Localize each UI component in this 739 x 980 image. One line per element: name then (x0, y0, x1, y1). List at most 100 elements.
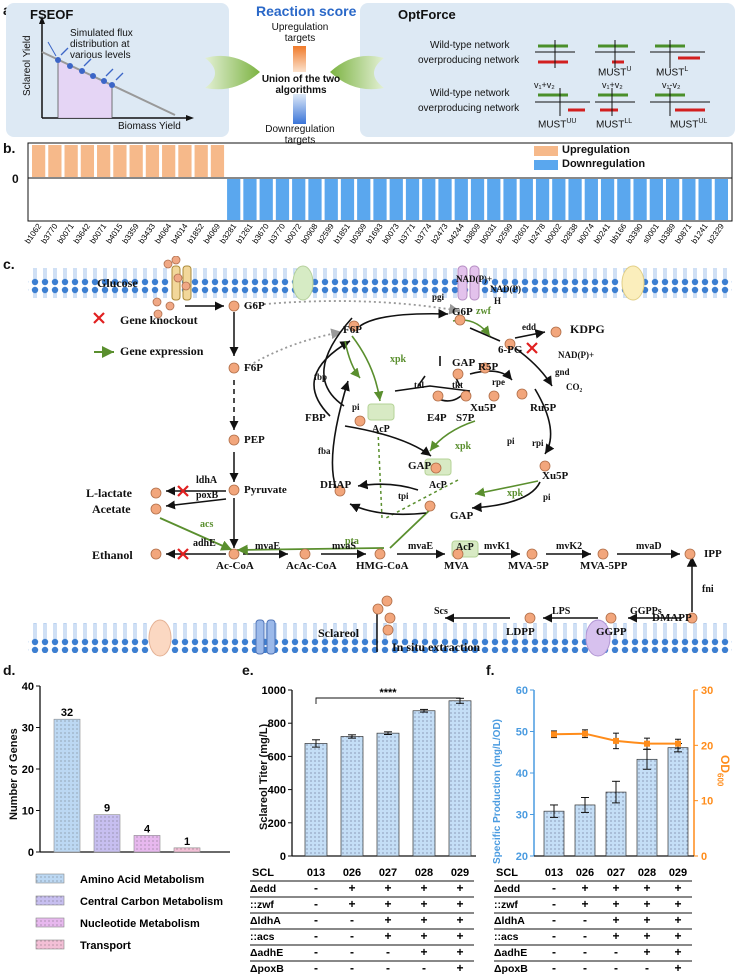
bar (636, 758, 658, 857)
down-bar (698, 179, 712, 220)
label-pep: PEP (244, 434, 265, 446)
label-ethanol: Ethanol (92, 548, 133, 562)
table-strain-label: 028 (638, 867, 656, 879)
table-cell: + (456, 929, 463, 943)
y-tick-label: 20 (516, 851, 528, 863)
label-ggpps: GGPPs (630, 606, 662, 617)
bar-pattern (94, 814, 120, 852)
table-cell: + (643, 913, 650, 927)
label-accoa: Ac-CoA (216, 560, 254, 572)
label-nadph: NAD(P) (490, 284, 521, 294)
label-acp-2: AcP (429, 480, 447, 491)
label-mva: MVA (444, 560, 469, 572)
up-bar (178, 145, 192, 177)
legend-swatch-pattern (36, 896, 64, 905)
od-point (551, 731, 557, 738)
must-ul-label: MUSTUL (670, 118, 708, 131)
od-point (613, 737, 619, 744)
bar-pattern (54, 719, 80, 852)
table-cell: + (643, 929, 650, 943)
label-ldha: ldhA (196, 475, 218, 486)
y-tick-label: 30 (22, 723, 34, 735)
label-xu5p-2: Xu5P (542, 470, 569, 482)
table-row-label: Δedd (250, 883, 276, 895)
table-row-label: ΔldhA (250, 915, 281, 927)
bar-value-label: 9 (104, 803, 110, 815)
legend-label: Transport (80, 940, 131, 952)
table-cell: + (348, 881, 355, 895)
label-fbp: FBP (305, 412, 326, 424)
table-cell: + (674, 913, 681, 927)
table-row-label: ::acs (250, 931, 275, 943)
legend-swatch-pattern (36, 940, 64, 949)
down-bar (438, 179, 452, 220)
table-cell: - (314, 913, 318, 927)
down-bar (389, 179, 403, 220)
label-gnd: gnd (555, 367, 570, 377)
label-pi-3: pi (543, 492, 551, 502)
table-cell: + (674, 961, 681, 975)
up-bar (97, 145, 111, 177)
optforce-flux-bars (538, 44, 705, 112)
table-strain-label: 026 (343, 867, 361, 879)
label-acp-1: AcP (372, 424, 390, 435)
table-cell: + (674, 897, 681, 911)
y2-tick-label: 0 (701, 851, 707, 863)
down-bar (552, 179, 566, 220)
label-pi-1: pi (352, 402, 360, 412)
label-xpk-2: xpk (455, 441, 472, 452)
panel-f-ylabel-left: Specific Production (mg/L/OD) (492, 718, 503, 864)
down-bar (259, 179, 273, 220)
down-bar (665, 179, 680, 220)
label-mvae: mvaE (255, 541, 280, 552)
label-edd: edd (522, 322, 537, 332)
up-bar (113, 145, 127, 177)
up-targets-label: Upregulation targets (271, 22, 329, 44)
label-f6p: F6P (244, 362, 263, 374)
label-dhap: DHAP (320, 479, 352, 491)
v1v2-minus-label: v₁-v₂ (662, 80, 681, 90)
label-lps: LPS (552, 606, 571, 617)
union-label: Union of the two algorithms (261, 74, 341, 96)
table-cell: + (456, 961, 463, 975)
table-cell: + (674, 929, 681, 943)
label-xpk-1: xpk (390, 354, 407, 365)
legend-swatch-pattern (36, 874, 64, 883)
table-row-label: ::zwf (494, 899, 518, 911)
up-bar (32, 145, 46, 177)
up-bar (194, 145, 208, 177)
table-row-label: SCL (496, 867, 518, 879)
bar-value-label: 1 (184, 836, 190, 848)
table-strain-label: 029 (451, 867, 469, 879)
label-6pg: 6-PG (498, 344, 523, 356)
bar (412, 710, 436, 857)
overproducing-label-2: overproducing network (418, 103, 520, 114)
label-rpe: rpe (492, 377, 505, 387)
legend-gene-expression: Gene expression (120, 344, 204, 358)
bar (340, 736, 364, 857)
label-mvae-2: mvaE (408, 541, 433, 552)
table-cell: + (643, 945, 650, 959)
down-bar (535, 179, 550, 220)
table-cell: - (552, 897, 556, 911)
table-cell: - (552, 881, 556, 895)
legend-label: Nucleotide Metabolism (80, 918, 200, 930)
label-glucose: Glucose (97, 276, 138, 290)
down-bar (503, 179, 517, 220)
table-cell: - (386, 961, 390, 975)
wt-network-label-2: Wild-type network (430, 88, 510, 99)
up-bar (162, 145, 176, 177)
label-fbp-enzyme: fbp (314, 372, 328, 382)
table-cell: + (612, 929, 619, 943)
label-ipp: IPP (704, 548, 722, 560)
table-strain-label: 013 (545, 867, 563, 879)
table-cell: + (674, 881, 681, 895)
y-tick-label: 200 (268, 818, 286, 830)
legend-label: Central Carbon Metabolism (80, 896, 223, 908)
table-row-label: SCL (252, 867, 274, 879)
y-tick-label: 40 (22, 681, 34, 693)
label-gap-3: GAP (450, 510, 474, 522)
table-cell: + (456, 881, 463, 895)
